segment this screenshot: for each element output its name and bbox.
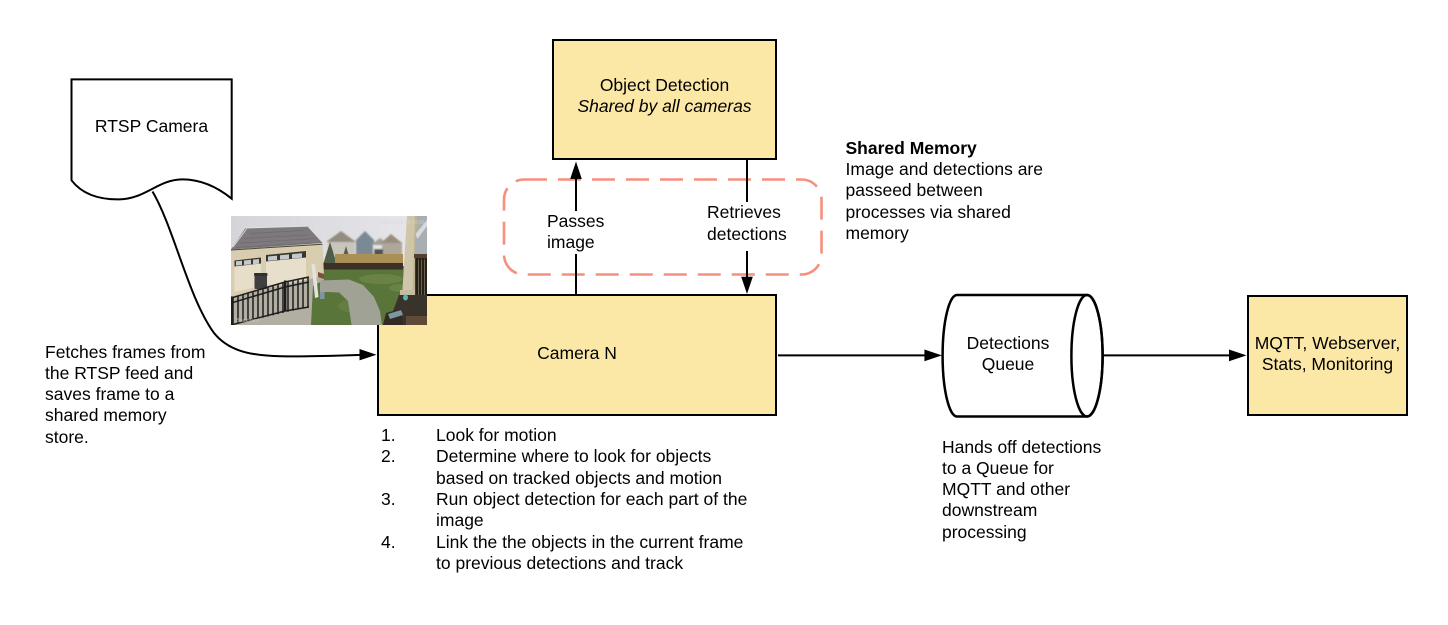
svg-text:2019-03-26 09:10:05: 2019-03-26 09:10:05 [378,220,425,226]
svg-text:Backyard: Backyard [236,318,259,324]
